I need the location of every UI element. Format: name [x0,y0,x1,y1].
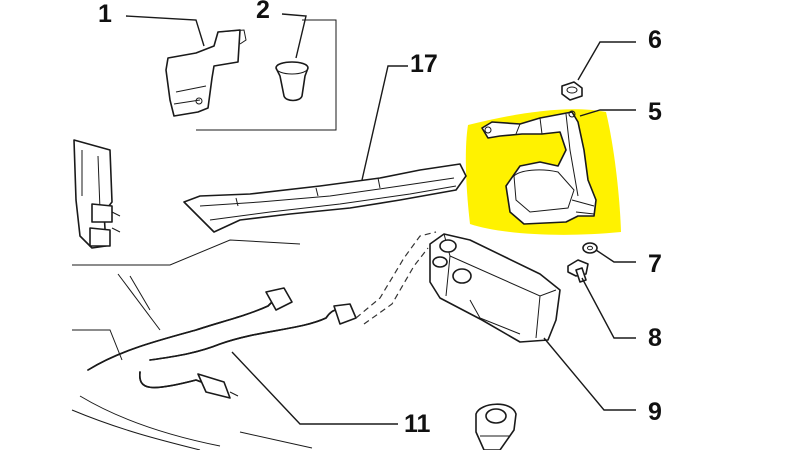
dashed-routing [355,231,437,325]
callout-7: 7 [648,250,662,278]
part-2-grommet [275,61,309,102]
callout-1: 1 [98,0,112,28]
part-9-canister [429,233,561,343]
callout-6: 6 [648,26,662,54]
callout-2: 2 [256,0,270,24]
leader-lines [125,13,636,425]
part-11-pipes [87,287,357,399]
part-8-bolt [567,259,589,283]
callout-11: 11 [404,410,431,438]
part-17-duct [183,163,467,233]
part-5-bracket [481,110,597,225]
left-component [73,139,121,249]
callout-5: 5 [648,98,662,126]
body-structure-lines [71,239,313,450]
callout-9: 9 [648,398,662,426]
callout-8: 8 [648,324,662,352]
part-7-washer [582,242,598,254]
group-bracket-lines [196,19,337,131]
part-1-bracket [165,29,247,117]
bottom-fitting [475,403,517,450]
part-6-nut [561,81,583,101]
callout-17: 17 [410,50,438,78]
